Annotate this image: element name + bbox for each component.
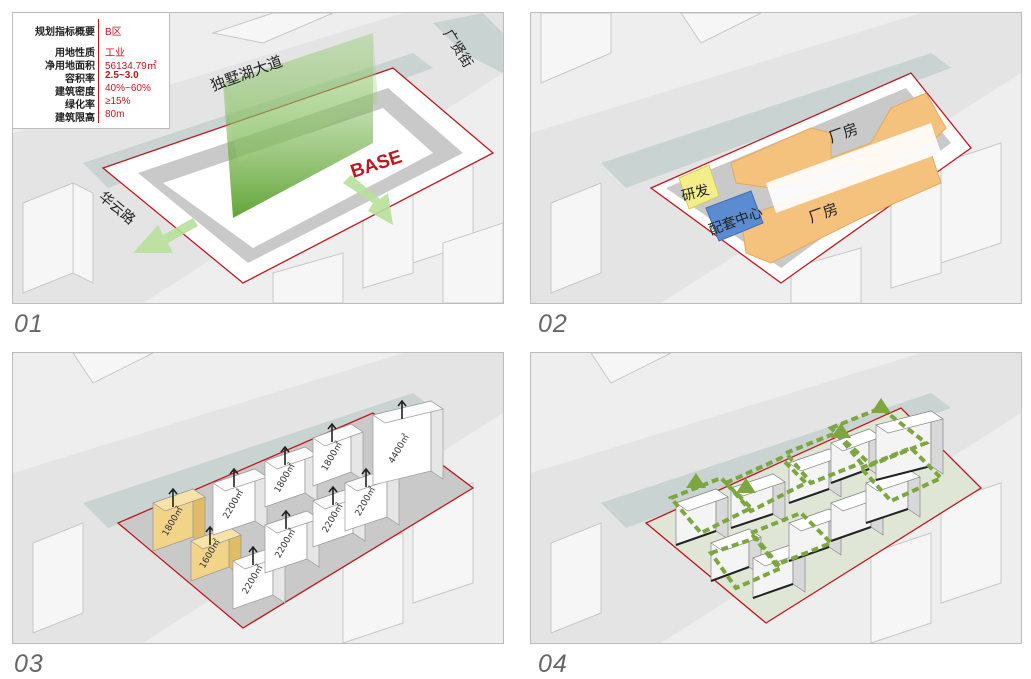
panel-04-diagram: [531, 353, 1021, 643]
panel-04: [530, 352, 1022, 644]
index-key: 容积率: [65, 74, 95, 85]
massing-block: 1600㎡: [190, 525, 242, 582]
support-block: [705, 190, 764, 242]
height-arrow: [280, 445, 290, 465]
index-key: 建筑密度: [55, 87, 95, 98]
panel-label-01: 01: [14, 310, 44, 338]
index-val: 2.5~3.0: [105, 70, 139, 81]
green-arrows: [686, 398, 891, 493]
massing-block: 1800㎡: [312, 422, 364, 487]
index-title: 规划指标概要: [35, 27, 95, 38]
panel-label-03: 03: [14, 650, 44, 678]
panel-02-diagram: 研发 配套中心 厂房 厂房: [531, 13, 1021, 303]
massing-block: 2200㎡: [212, 467, 268, 536]
height-volume: [223, 33, 373, 218]
massing-block: 2200㎡: [232, 545, 286, 610]
index-key: 建筑限高: [55, 113, 95, 124]
height-arrow: [328, 485, 338, 505]
panel-01: 独墅湖大道 广贤街 华云路 BASE 规划指标概要 B区 用地性质工业 净用地面…: [12, 12, 504, 304]
panel-label-02: 02: [538, 310, 568, 338]
height-arrow: [168, 487, 178, 507]
index-key: 用地性质: [55, 48, 95, 59]
building-block: [875, 410, 944, 481]
index-key: 净用地面积: [45, 61, 95, 72]
height-arrow: [327, 422, 337, 442]
panel-03-diagram: 1800㎡1600㎡2200㎡2200㎡1800㎡2200㎡2200㎡1800㎡…: [13, 353, 503, 643]
panel-01-diagram: 独墅湖大道 广贤街 华云路 BASE: [13, 13, 503, 303]
index-zone: B区: [105, 27, 122, 38]
green-loops: [667, 405, 945, 591]
height-arrow: [248, 545, 258, 565]
height-arrow: [281, 509, 291, 529]
massing-block: 4400㎡: [372, 399, 444, 486]
rd-block: [678, 164, 720, 210]
panel-02: 研发 配套中心 厂房 厂房: [530, 12, 1022, 304]
height-arrow: [229, 467, 239, 487]
planning-index-box: 规划指标概要 B区 用地性质工业 净用地面积 56134.79㎡ 容积率 2.5~3…: [13, 13, 170, 129]
index-val: 40%~60%: [105, 83, 151, 94]
index-val: ≥15%: [105, 96, 131, 107]
height-arrow: [361, 467, 371, 487]
panel-label-04: 04: [538, 650, 568, 678]
index-key: 绿化率: [65, 100, 95, 111]
entrance-arrows: [133, 175, 393, 253]
massing-blocks: 1800㎡1600㎡2200㎡2200㎡1800㎡2200㎡2200㎡1800㎡…: [152, 399, 444, 610]
building-block: [710, 528, 762, 582]
rd-label: 研发: [680, 182, 711, 205]
massing-block: 1800㎡: [152, 487, 206, 552]
index-val: 56134.79㎡: [105, 61, 157, 72]
building-block: [788, 508, 842, 562]
massing-block: 2200㎡: [264, 509, 320, 574]
index-val: 工业: [105, 48, 125, 59]
index-val: 80m: [105, 109, 125, 120]
height-arrow: [397, 399, 407, 419]
